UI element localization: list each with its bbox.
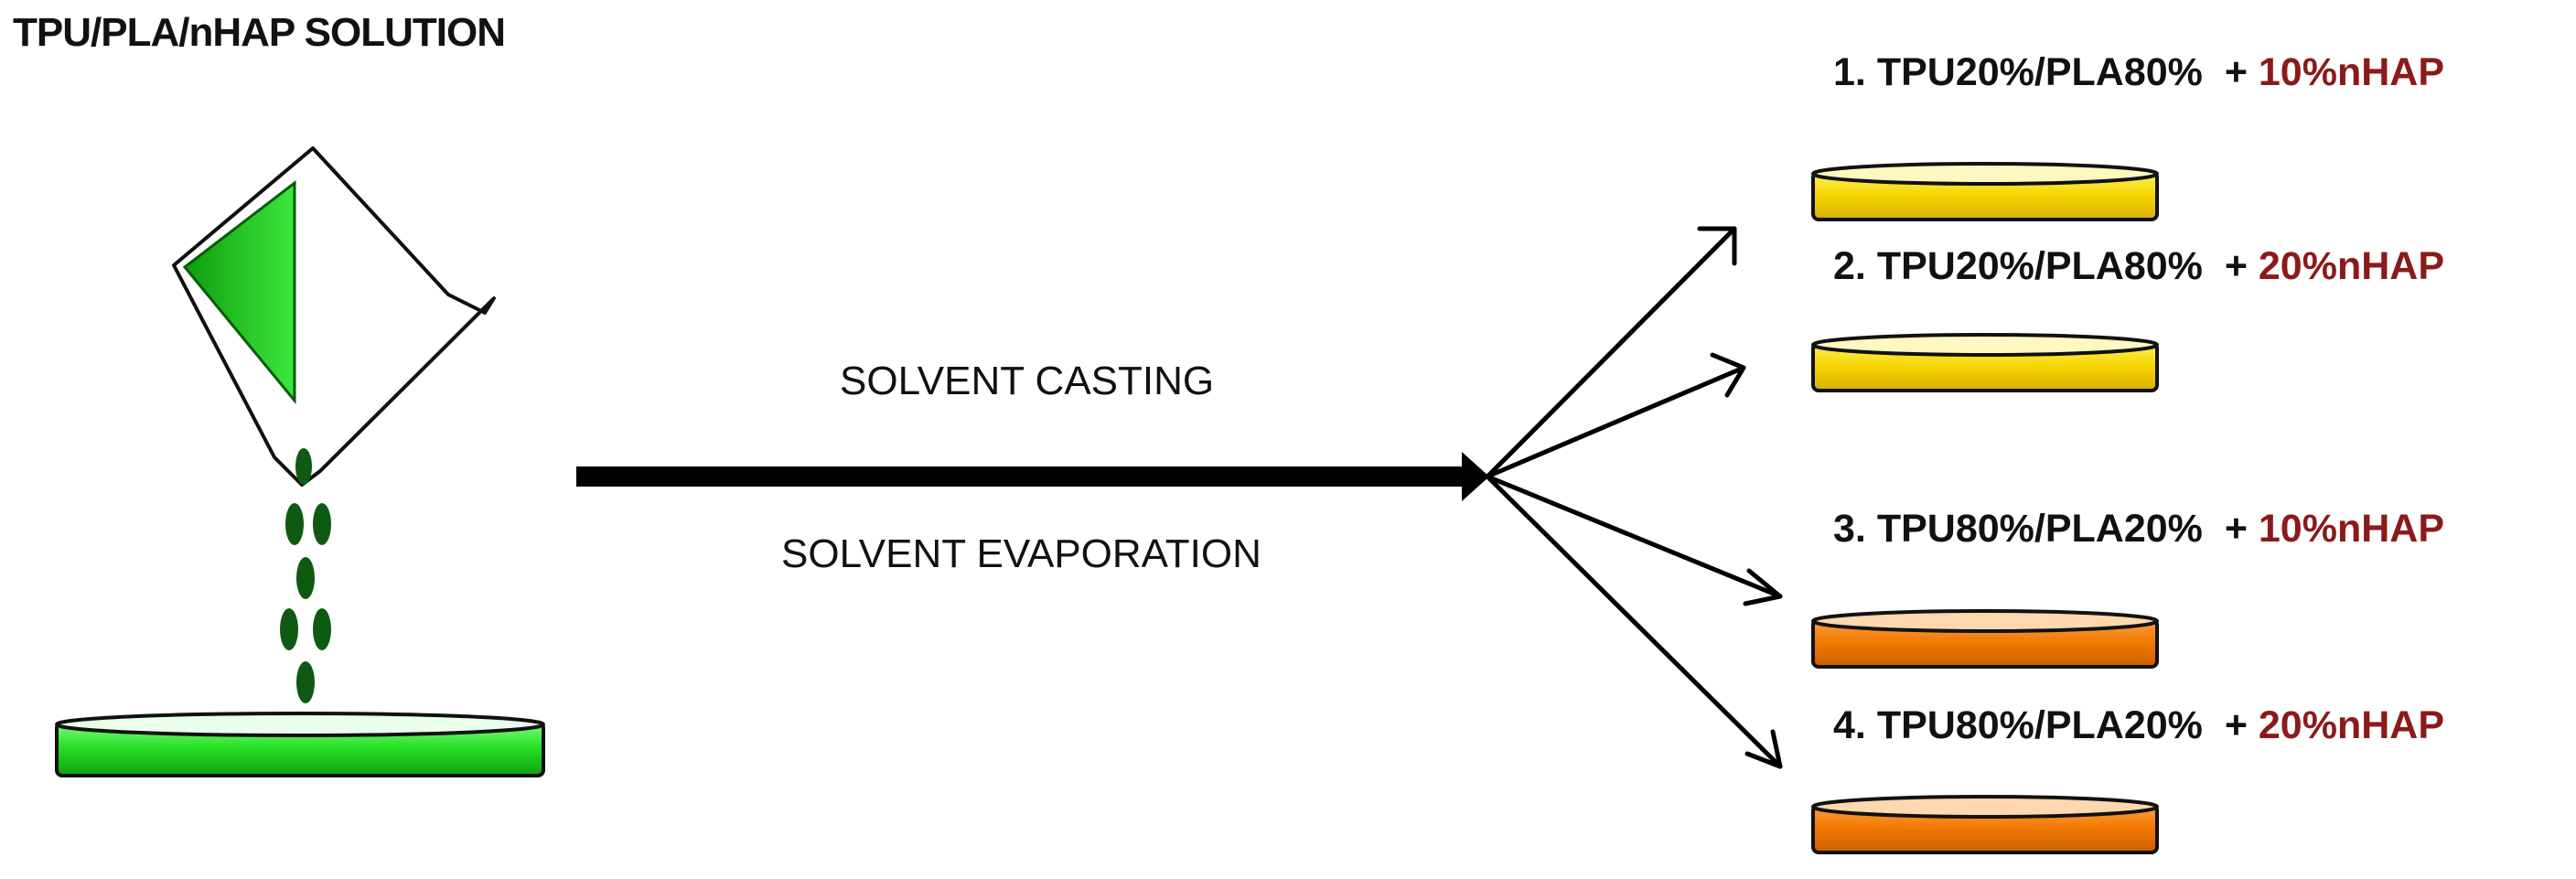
- sample-plus: +: [2224, 703, 2248, 747]
- sample-blend: TPU20%/PLA80%: [1876, 244, 2203, 288]
- branch-arrow-1: [1485, 226, 1737, 479]
- branch-arrow-4: [1485, 474, 1783, 769]
- sample-index: 2.: [1833, 244, 1866, 288]
- green-petri-dish: [55, 712, 545, 777]
- sample-label-4: 4. TPU80%/PLA20% + 20%nHAP: [1833, 706, 2444, 745]
- step-solvent-casting: SOLVENT CASTING: [840, 359, 1215, 403]
- sample-blend: TPU80%/PLA20%: [1876, 703, 2203, 747]
- sample-label-1: 1. TPU20%/PLA80% + 10%nHAP: [1833, 53, 2444, 92]
- sample-nhap: 20%nHAP: [2258, 244, 2445, 288]
- result-dish-2: [1811, 333, 2159, 392]
- sample-index: 4.: [1833, 703, 1866, 747]
- sample-nhap: 20%nHAP: [2258, 703, 2445, 747]
- pouring-beaker: [172, 146, 496, 487]
- sample-index: 1.: [1833, 50, 1866, 94]
- sample-nhap: 10%nHAP: [2258, 50, 2445, 94]
- branch-arrow-3: [1485, 474, 1783, 606]
- diagram-title: TPU/PLA/nHAP SOLUTION: [13, 10, 506, 55]
- sample-label-3: 3. TPU80%/PLA20% + 10%nHAP: [1833, 509, 2444, 549]
- sample-index: 3.: [1833, 507, 1866, 551]
- solution-drops: [280, 448, 331, 703]
- sample-nhap: 10%nHAP: [2258, 507, 2445, 551]
- sample-plus: +: [2224, 507, 2248, 551]
- sample-label-2: 2. TPU20%/PLA80% + 20%nHAP: [1833, 247, 2444, 286]
- beaker-solution: [182, 179, 296, 405]
- sample-blend: TPU20%/PLA80%: [1876, 50, 2203, 94]
- result-dish-1: [1811, 162, 2159, 221]
- branch-arrow-2: [1485, 352, 1746, 479]
- process-arrow: [576, 452, 1489, 501]
- step-solvent-evaporation: SOLVENT EVAPORATION: [781, 531, 1261, 576]
- result-dish-3: [1811, 609, 2159, 669]
- branch-arrows: [1485, 226, 1783, 769]
- sample-blend: TPU80%/PLA20%: [1876, 507, 2203, 551]
- sample-plus: +: [2224, 50, 2248, 94]
- result-dish-4: [1811, 795, 2159, 854]
- sample-plus: +: [2224, 244, 2248, 288]
